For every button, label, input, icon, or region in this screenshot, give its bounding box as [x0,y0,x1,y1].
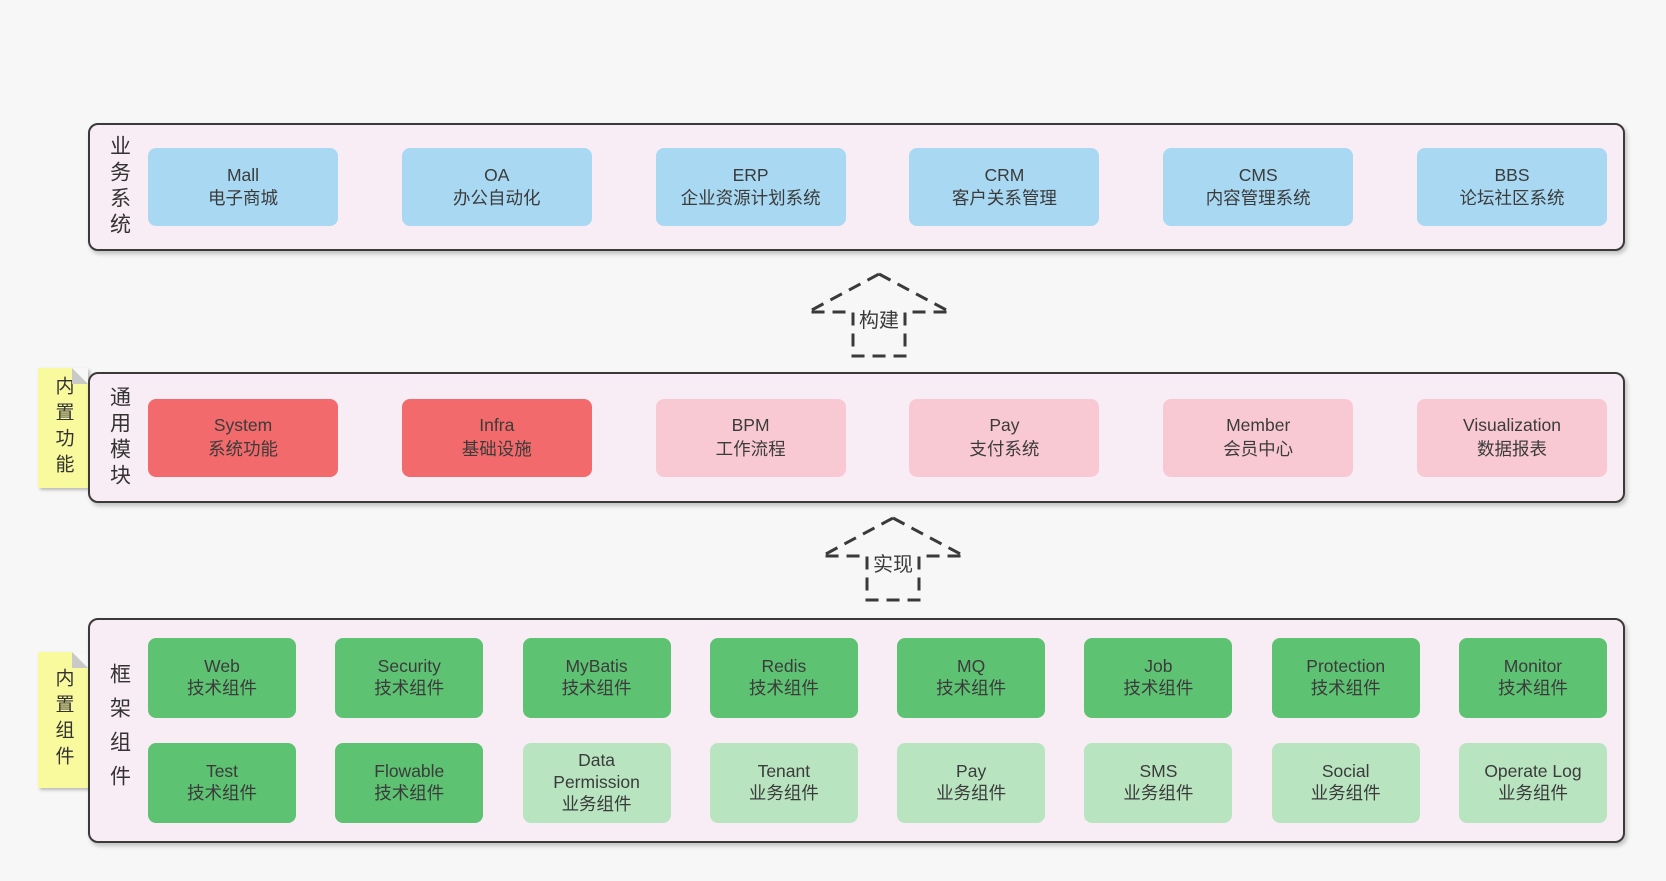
box-visualization: Visualization 数据报表 [1416,398,1607,477]
box-monitor: Monitor 技术组件 [1458,638,1607,718]
box-infra: Infra 基础设施 [401,398,592,477]
box-social: Social 业务组件 [1271,743,1420,823]
common-modules-boxes: System 系统功能 Infra 基础设施 BPM 工作流程 Pay 支付系统… [148,374,1623,501]
box-cms: CMS 内容管理系统 [1163,148,1354,226]
box-web: Web 技术组件 [148,638,296,718]
box-test: Test 技术组件 [148,743,296,823]
band-framework-components: 框架组件 Web 技术组件 Security 技术组件 MyBatis 技术组件… [88,618,1625,843]
box-pay-component: Pay 业务组件 [897,743,1046,823]
box-mybatis: MyBatis 技术组件 [522,638,671,718]
box-security: Security 技术组件 [335,638,484,718]
box-sms: SMS 业务组件 [1084,743,1233,823]
arrow-build-label: 构建 [856,304,902,333]
arrow-implement: 实现 [820,516,966,602]
box-job: Job 技术组件 [1084,638,1233,718]
business-systems-boxes: Mall 电子商城 OA 办公自动化 ERP 企业资源计划系统 CRM 客户关系… [148,125,1623,249]
framework-components-row-1: Web 技术组件 Security 技术组件 MyBatis 技术组件 Redi… [148,638,1607,718]
arrow-build: 构建 [806,272,952,358]
band-common-modules: 通用模块 System 系统功能 Infra 基础设施 BPM 工作流程 Pay… [88,372,1625,503]
box-crm: CRM 客户关系管理 [909,148,1100,226]
band-label-business-systems: 业务系统 [107,135,131,239]
box-operate-log: Operate Log 业务组件 [1458,743,1607,823]
sticky-note-builtin-features: 内置功能 [38,368,88,488]
box-flowable: Flowable 技术组件 [335,743,484,823]
box-mq: MQ 技术组件 [897,638,1046,718]
box-redis: Redis 技术组件 [709,638,858,718]
band-business-systems: 业务系统 Mall 电子商城 OA 办公自动化 ERP 企业资源计划系统 CRM… [88,123,1625,251]
box-mall: Mall 电子商城 [148,148,338,226]
box-system: System 系统功能 [148,398,338,477]
framework-components-row-2: Test 技术组件 Flowable 技术组件 Data Permission … [148,743,1607,823]
box-bbs: BBS 论坛社区系统 [1416,148,1607,226]
arrow-implement-label: 实现 [870,548,916,577]
box-member: Member 会员中心 [1163,398,1354,477]
band-label-framework-components: 框架组件 [107,662,131,799]
box-oa: OA 办公自动化 [401,148,592,226]
dashed-up-arrow-icon [807,272,951,358]
box-pay-module: Pay 支付系统 [909,398,1100,477]
box-protection: Protection 技术组件 [1271,638,1420,718]
box-erp: ERP 企业资源计划系统 [655,148,846,226]
box-tenant: Tenant 业务组件 [709,743,858,823]
box-data-permission: Data Permission 业务组件 [522,743,671,823]
dashed-up-arrow-icon [821,516,965,602]
box-bpm: BPM 工作流程 [655,398,846,477]
band-label-common-modules: 通用模块 [107,385,131,490]
sticky-note-builtin-components: 内置组件 [38,652,88,788]
framework-components-rows: Web 技术组件 Security 技术组件 MyBatis 技术组件 Redi… [148,620,1623,841]
